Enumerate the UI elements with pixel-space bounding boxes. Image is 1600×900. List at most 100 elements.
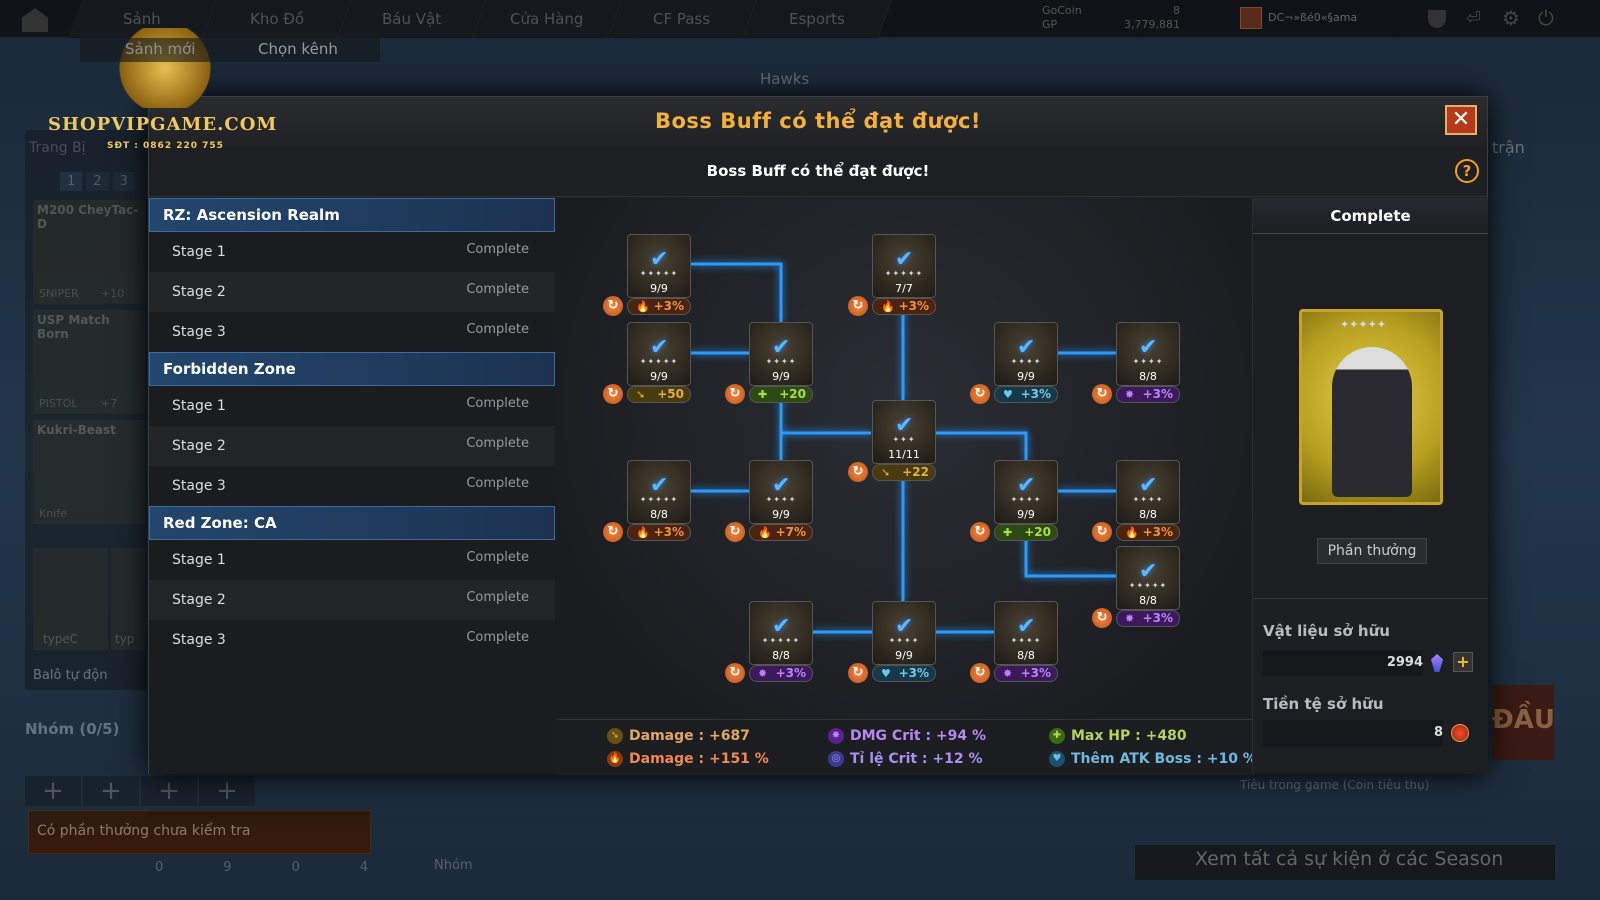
slot-tab[interactable]: 1 bbox=[60, 172, 83, 191]
power-icon[interactable]: ⏻ bbox=[1538, 6, 1554, 30]
weapon-name: Kukri-Beast bbox=[37, 423, 116, 437]
username[interactable]: DC¬»ßé0«§ama bbox=[1268, 11, 1358, 24]
add-member-button[interactable]: + bbox=[141, 776, 197, 806]
buff-node[interactable]: ✔✦✦✦✦8/8 bbox=[1116, 322, 1180, 386]
coin-hint: Tiêu trong game (Coin tiêu thụ) bbox=[1240, 778, 1430, 792]
slot-tab[interactable]: 2 bbox=[86, 172, 109, 191]
buff-node[interactable]: ✔✦✦✦✦9/9 bbox=[994, 460, 1058, 524]
buff-node[interactable]: ✔✦✦✦✦✦9/9 bbox=[627, 322, 691, 386]
section-header[interactable]: RZ: Ascension Realm bbox=[149, 198, 555, 232]
bottom-count: 0 bbox=[291, 860, 300, 875]
rank-emblem-icon bbox=[1240, 7, 1262, 29]
stage-label: Stage 1 bbox=[172, 244, 226, 260]
buff-node[interactable]: ✔✦✦✦✦✦9/9 bbox=[627, 234, 691, 298]
reset-icon[interactable]: ↻ bbox=[725, 663, 745, 683]
section-header[interactable]: Red Zone: CA bbox=[149, 506, 555, 540]
sub-nav: Sảnh mới Chọn kênh bbox=[80, 38, 380, 62]
buff-node[interactable]: ✔✦✦✦✦9/9 bbox=[749, 322, 813, 386]
season-banner[interactable]: Xem tất cả sự kiện ở các Season bbox=[1135, 845, 1555, 880]
reset-icon[interactable]: ↻ bbox=[848, 296, 868, 316]
auto-bag-label[interactable]: Balô tự độn bbox=[33, 668, 108, 683]
reset-icon[interactable]: ↻ bbox=[970, 384, 990, 404]
add-member-button[interactable]: + bbox=[25, 776, 81, 806]
reset-icon[interactable]: ↻ bbox=[1092, 608, 1112, 628]
section-header[interactable]: Forbidden Zone bbox=[149, 352, 555, 386]
nav-tab[interactable]: Báu Vật bbox=[338, 0, 487, 38]
check-icon: ✔ bbox=[1017, 335, 1036, 360]
event-banner[interactable]: ĐẦU bbox=[1492, 685, 1555, 760]
add-materials-button[interactable]: + bbox=[1453, 652, 1473, 672]
stage-status: Complete bbox=[466, 395, 529, 411]
star-rating-icon: ✦✦✦✦ bbox=[765, 495, 797, 504]
reset-icon[interactable]: ↻ bbox=[848, 663, 868, 683]
buff-node[interactable]: ✔✦✦✦✦✦8/8 bbox=[1116, 546, 1180, 610]
subtab-channel[interactable]: Chọn kênh bbox=[258, 40, 338, 58]
reset-icon[interactable]: ↻ bbox=[970, 663, 990, 683]
add-member-button[interactable]: + bbox=[83, 776, 139, 806]
star-rating-icon: ✦✦✦✦✦ bbox=[639, 495, 679, 504]
hp-icon: ✚ bbox=[758, 388, 768, 401]
reward-button[interactable]: Phần thưởng bbox=[1317, 538, 1427, 564]
reset-icon[interactable]: ↻ bbox=[725, 384, 745, 404]
check-icon: ✔ bbox=[650, 335, 669, 360]
reset-icon[interactable]: ↻ bbox=[970, 522, 990, 542]
reset-icon[interactable]: ↻ bbox=[725, 522, 745, 542]
gear-icon[interactable]: ⚙ bbox=[1502, 6, 1520, 30]
buff-node[interactable]: ✔✦✦✦✦✦8/8 bbox=[627, 460, 691, 524]
boss-reward-card[interactable]: ✦✦✦✦✦ bbox=[1299, 309, 1443, 505]
buff-node[interactable]: ✔✦✦✦✦8/8 bbox=[1116, 460, 1180, 524]
buff-node[interactable]: ✔✦✦✦✦9/9 bbox=[994, 322, 1058, 386]
exit-icon[interactable]: ⏎ bbox=[1466, 8, 1482, 29]
char-slot[interactable]: typ bbox=[111, 548, 145, 650]
char-slot[interactable]: typeC bbox=[33, 548, 108, 650]
hp-icon: ✚ bbox=[1049, 728, 1065, 744]
nav-tab[interactable]: Esports bbox=[743, 0, 892, 38]
reset-icon[interactable]: ↻ bbox=[603, 296, 623, 316]
reset-icon[interactable]: ↻ bbox=[603, 522, 623, 542]
reward-notice[interactable]: Có phần thưởng chưa kiểm tra bbox=[28, 810, 371, 854]
fire-icon: 🔥 bbox=[636, 300, 650, 313]
chat-group-tab[interactable]: Nhóm bbox=[434, 858, 473, 873]
node-progress: 8/8 bbox=[1139, 370, 1157, 383]
nav-tab[interactable]: Cửa Hàng bbox=[473, 0, 622, 38]
buff-bonus: ✚+20 bbox=[994, 524, 1058, 541]
dialog-subtitle: Boss Buff có thể đạt được! bbox=[149, 145, 1487, 197]
stage-status: Complete bbox=[466, 589, 529, 605]
reset-icon[interactable]: ↻ bbox=[848, 462, 868, 482]
clan-icon[interactable] bbox=[1428, 10, 1446, 28]
crit-icon: ✸ bbox=[1003, 667, 1013, 680]
reset-icon[interactable]: ↻ bbox=[603, 384, 623, 404]
buff-node[interactable]: ✔✦✦✦✦✦8/8 bbox=[749, 601, 813, 665]
close-button[interactable]: ✕ bbox=[1445, 105, 1477, 135]
buff-node[interactable]: ✔✦✦✦✦✦7/7 bbox=[872, 234, 936, 298]
star-rating-icon: ✦✦✦✦ bbox=[1132, 357, 1164, 366]
buff-node[interactable]: ✔✦✦✦✦8/8 bbox=[994, 601, 1058, 665]
star-rating-icon: ✦✦✦✦✦ bbox=[639, 357, 679, 366]
reset-icon[interactable]: ↻ bbox=[1092, 384, 1112, 404]
currency-value: 8 bbox=[1263, 720, 1443, 746]
help-icon[interactable]: ? bbox=[1455, 159, 1479, 183]
reset-icon[interactable]: ↻ bbox=[1092, 522, 1112, 542]
buff-node[interactable]: ✔✦✦✦✦9/9 bbox=[749, 460, 813, 524]
buff-node[interactable]: ✔✦✦✦11/11 bbox=[872, 400, 936, 464]
buff-node[interactable]: ✔✦✦✦✦9/9 bbox=[872, 601, 936, 665]
add-member-button[interactable]: + bbox=[199, 776, 255, 806]
subtab-lobby[interactable]: Sảnh mới bbox=[125, 40, 196, 58]
node-progress: 8/8 bbox=[1139, 508, 1157, 521]
slot-tab[interactable]: 3 bbox=[112, 172, 135, 191]
nav-tab[interactable]: CF Pass bbox=[608, 0, 757, 38]
check-icon: ✔ bbox=[650, 247, 669, 272]
